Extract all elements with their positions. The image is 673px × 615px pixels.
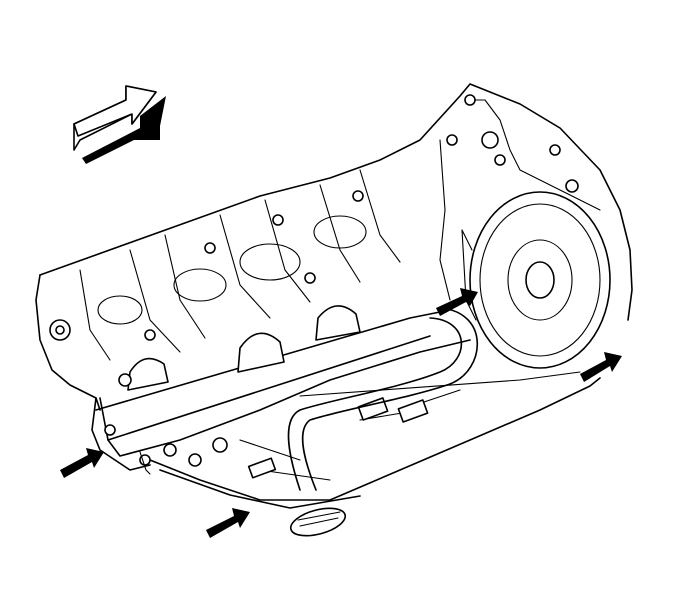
callout-arrow-icon [60,448,104,478]
engine-block [35,83,633,457]
callout-arrow-icon [580,352,622,382]
oil-pan [149,371,601,509]
flexplate [461,191,611,369]
front-direction-arrow-icon [73,85,166,164]
callout-arrow-icon [206,508,250,538]
block-front-end [91,397,228,475]
callout-arrow-icon [436,288,478,316]
oil-pickup-tube [287,307,479,537]
